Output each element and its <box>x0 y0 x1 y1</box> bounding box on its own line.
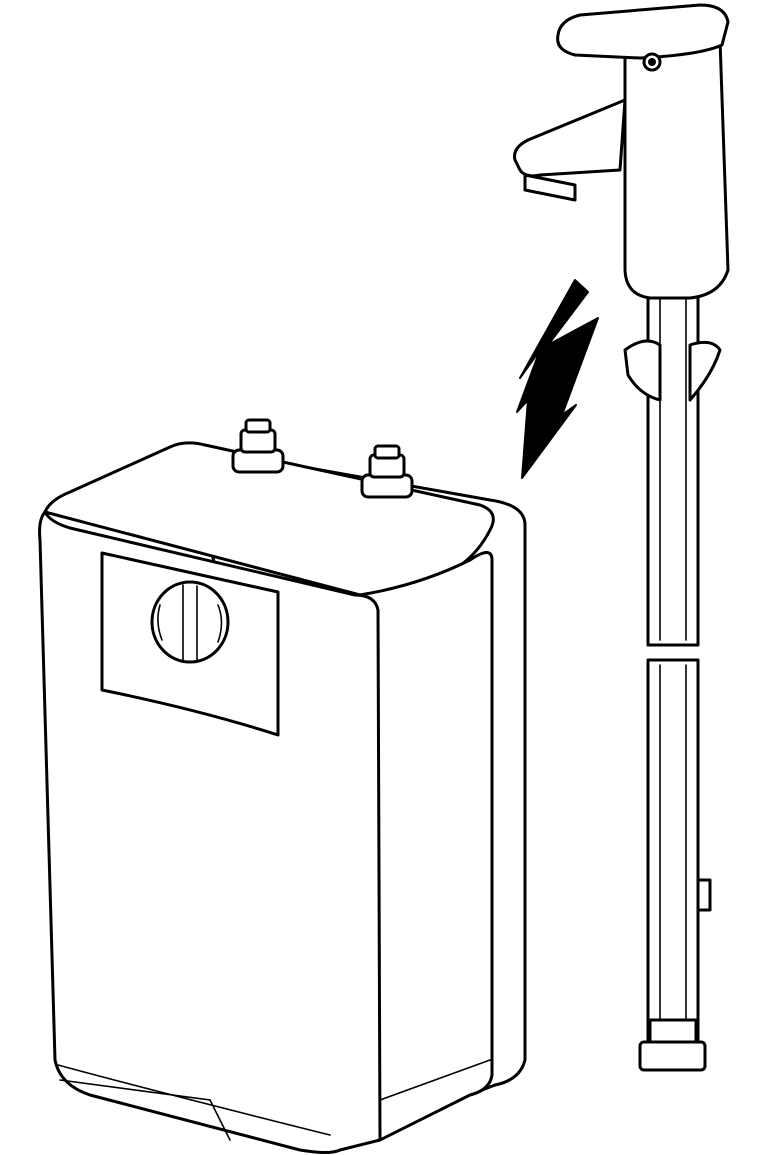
temperature-knob-icon <box>150 580 230 664</box>
lightning-bolt-icon <box>516 279 599 479</box>
faucet-icon <box>513 3 730 1072</box>
inlet-connector-icon <box>231 418 285 474</box>
water-heater-icon <box>38 418 527 1154</box>
outlet-connector-icon <box>360 444 414 499</box>
